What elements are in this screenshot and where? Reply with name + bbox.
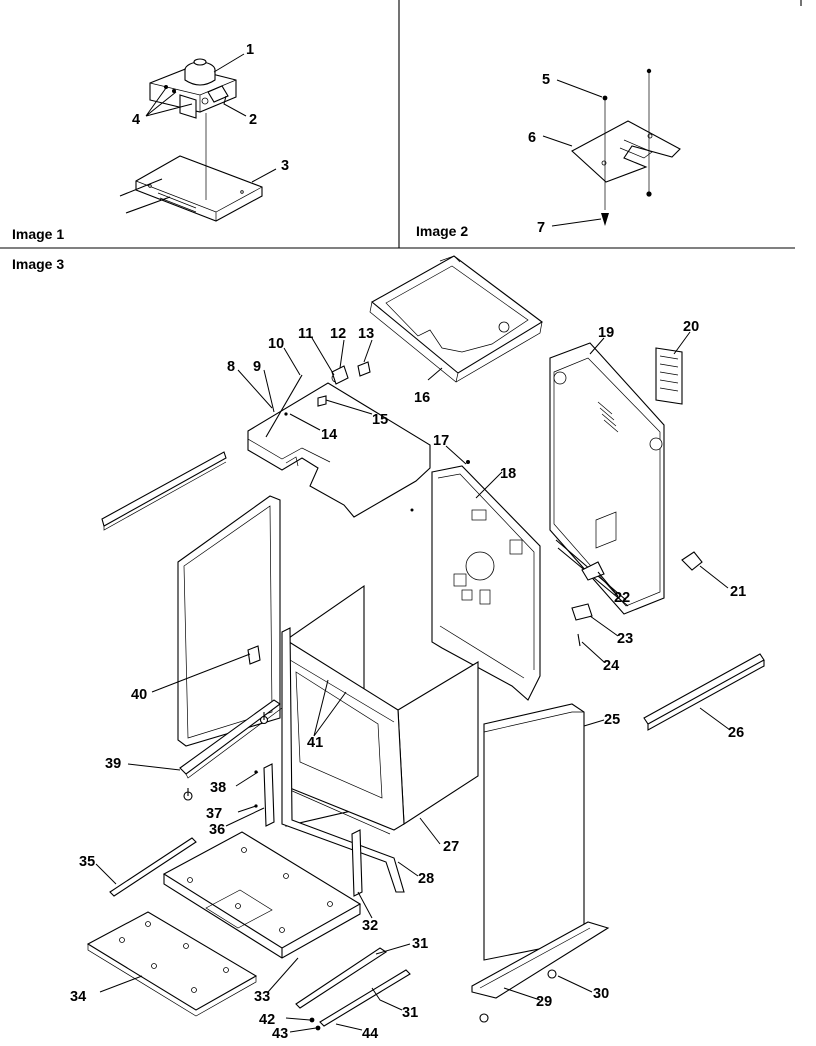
callout-14: 14 — [321, 427, 337, 443]
callout-21: 21 — [730, 584, 746, 600]
left-side-panel — [177, 495, 281, 747]
part-19-back-panel — [549, 342, 665, 615]
callout-38: 38 — [210, 780, 226, 796]
callout-24: 24 — [603, 658, 619, 674]
callout-4: 4 — [132, 112, 140, 128]
callout-25: 25 — [604, 712, 620, 728]
callout-19: 19 — [598, 325, 614, 341]
callout-23: 23 — [617, 631, 633, 647]
callout-11: 11 — [298, 326, 313, 342]
left-top-rail — [101, 451, 227, 527]
part-18-side-panel — [410, 465, 541, 701]
callout-13: 13 — [358, 326, 374, 342]
callout-29: 29 — [536, 994, 552, 1010]
callout-5: 5 — [542, 72, 550, 88]
part-33-base-panel — [162, 831, 362, 959]
callout-30: 30 — [593, 986, 609, 1002]
part-28-front-frame — [281, 627, 405, 893]
callout-44: 44 — [362, 1026, 378, 1041]
callout-2: 2 — [249, 112, 257, 128]
callout-37: 37 — [206, 806, 222, 822]
callout-20: 20 — [683, 319, 699, 335]
callout-27: 27 — [443, 839, 459, 855]
callout-12: 12 — [330, 326, 346, 342]
panel-image-1-parts — [119, 53, 277, 222]
part-36-bracket — [263, 763, 275, 827]
callout-36: 36 — [209, 822, 225, 838]
part-29-bottom-rail — [471, 921, 610, 999]
panel-image-3-parts — [86, 255, 765, 1033]
part-25-side-panel — [483, 703, 585, 961]
callout-7: 7 — [537, 220, 545, 236]
callout-43: 43 — [272, 1026, 288, 1041]
callout-22: 22 — [614, 590, 630, 606]
callout-15: 15 — [372, 412, 388, 428]
callout-26: 26 — [728, 725, 744, 741]
small-hardware — [183, 460, 703, 1031]
part-27-oven-liner — [285, 584, 479, 835]
part-8-top-panel — [247, 361, 431, 518]
callout-35: 35 — [79, 854, 95, 870]
part-1-motor-assembly — [149, 58, 237, 119]
callout-3: 3 — [281, 158, 289, 174]
part-20-vent-cover — [655, 347, 683, 405]
part-31-strip-upper — [295, 947, 387, 1009]
part-34-bottom-tray — [86, 911, 258, 1017]
callout-39: 39 — [105, 756, 121, 772]
callout-41: 41 — [307, 735, 323, 751]
panel-image-2-parts — [542, 68, 681, 227]
callout-34: 34 — [70, 989, 86, 1005]
callout-8: 8 — [227, 359, 235, 375]
part-32-bracket — [351, 829, 363, 897]
part-6-cover-plate — [571, 120, 681, 183]
callout-9: 9 — [253, 359, 261, 375]
callout-10: 10 — [268, 336, 284, 352]
panel-caption-image-2: Image 2 — [416, 223, 468, 239]
callout-42: 42 — [259, 1012, 275, 1028]
callout-28: 28 — [418, 871, 434, 887]
callout-17: 17 — [433, 433, 449, 449]
panel-caption-image-1: Image 1 — [12, 226, 64, 242]
part-35-strip — [109, 837, 197, 897]
panel-caption-image-3: Image 3 — [12, 256, 64, 272]
part-39-rail — [179, 699, 281, 775]
part-31-strip-lower — [319, 969, 411, 1027]
panel-dividers — [0, 0, 802, 249]
callout-18: 18 — [500, 466, 516, 482]
callout-40: 40 — [131, 687, 147, 703]
callout-33: 33 — [254, 989, 270, 1005]
callout-6: 6 — [528, 130, 536, 146]
part-16-top-frame — [369, 255, 543, 383]
callout-labels: 1 2 3 4 5 6 7 8 9 10 11 12 13 14 15 16 1… — [70, 42, 746, 1042]
callout-16: 16 — [414, 390, 430, 406]
leader-lines — [95, 331, 731, 1033]
callout-32: 32 — [362, 918, 378, 934]
callout-1: 1 — [246, 42, 254, 58]
part-26-rail — [643, 653, 765, 725]
callout-31-upper: 31 — [412, 936, 428, 952]
callout-31-lower: 31 — [402, 1005, 418, 1021]
